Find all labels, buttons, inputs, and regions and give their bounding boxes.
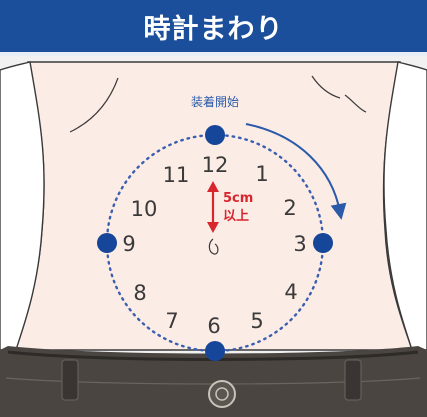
distance-value: 5cm — [223, 191, 253, 206]
clock-number-10: 10 — [131, 197, 158, 221]
clock-number-7: 7 — [165, 309, 178, 333]
clock-number-6: 6 — [207, 314, 220, 338]
right-arm — [383, 61, 427, 351]
marker-9 — [97, 233, 117, 253]
marker-3 — [313, 233, 333, 253]
clockwise-arrow — [245, 123, 347, 220]
distance-arrow-down — [207, 222, 219, 233]
pants-button — [208, 380, 236, 408]
belt-loop-right — [344, 359, 362, 401]
clock-number-8: 8 — [133, 281, 146, 305]
navel — [208, 238, 219, 255]
belt-loop-left — [61, 359, 79, 401]
clock-number-4: 4 — [284, 280, 297, 304]
title-banner: 時計まわり — [0, 0, 427, 56]
clock-number-5: 5 — [250, 309, 263, 333]
page-title: 時計まわり — [143, 13, 284, 45]
pants-button-inner — [215, 387, 229, 401]
chest-line-right-2 — [344, 94, 367, 113]
left-arm — [0, 61, 45, 351]
clock-number-11: 11 — [163, 163, 190, 187]
start-label: 装着開始 — [191, 94, 239, 109]
chest-line-right — [311, 75, 341, 99]
clock-number-12: 12 — [202, 153, 229, 177]
clock-number-3: 3 — [293, 232, 306, 256]
pants — [0, 346, 427, 417]
distance-suffix: 以上 — [223, 209, 249, 224]
clock-number-1: 1 — [255, 162, 268, 186]
chest-line-left — [69, 77, 119, 133]
clock-number-9: 9 — [122, 232, 135, 256]
marker-6 — [205, 341, 225, 361]
marker-12 — [205, 125, 225, 145]
distance-arrow-up — [207, 181, 219, 192]
clock-number-2: 2 — [283, 196, 296, 220]
